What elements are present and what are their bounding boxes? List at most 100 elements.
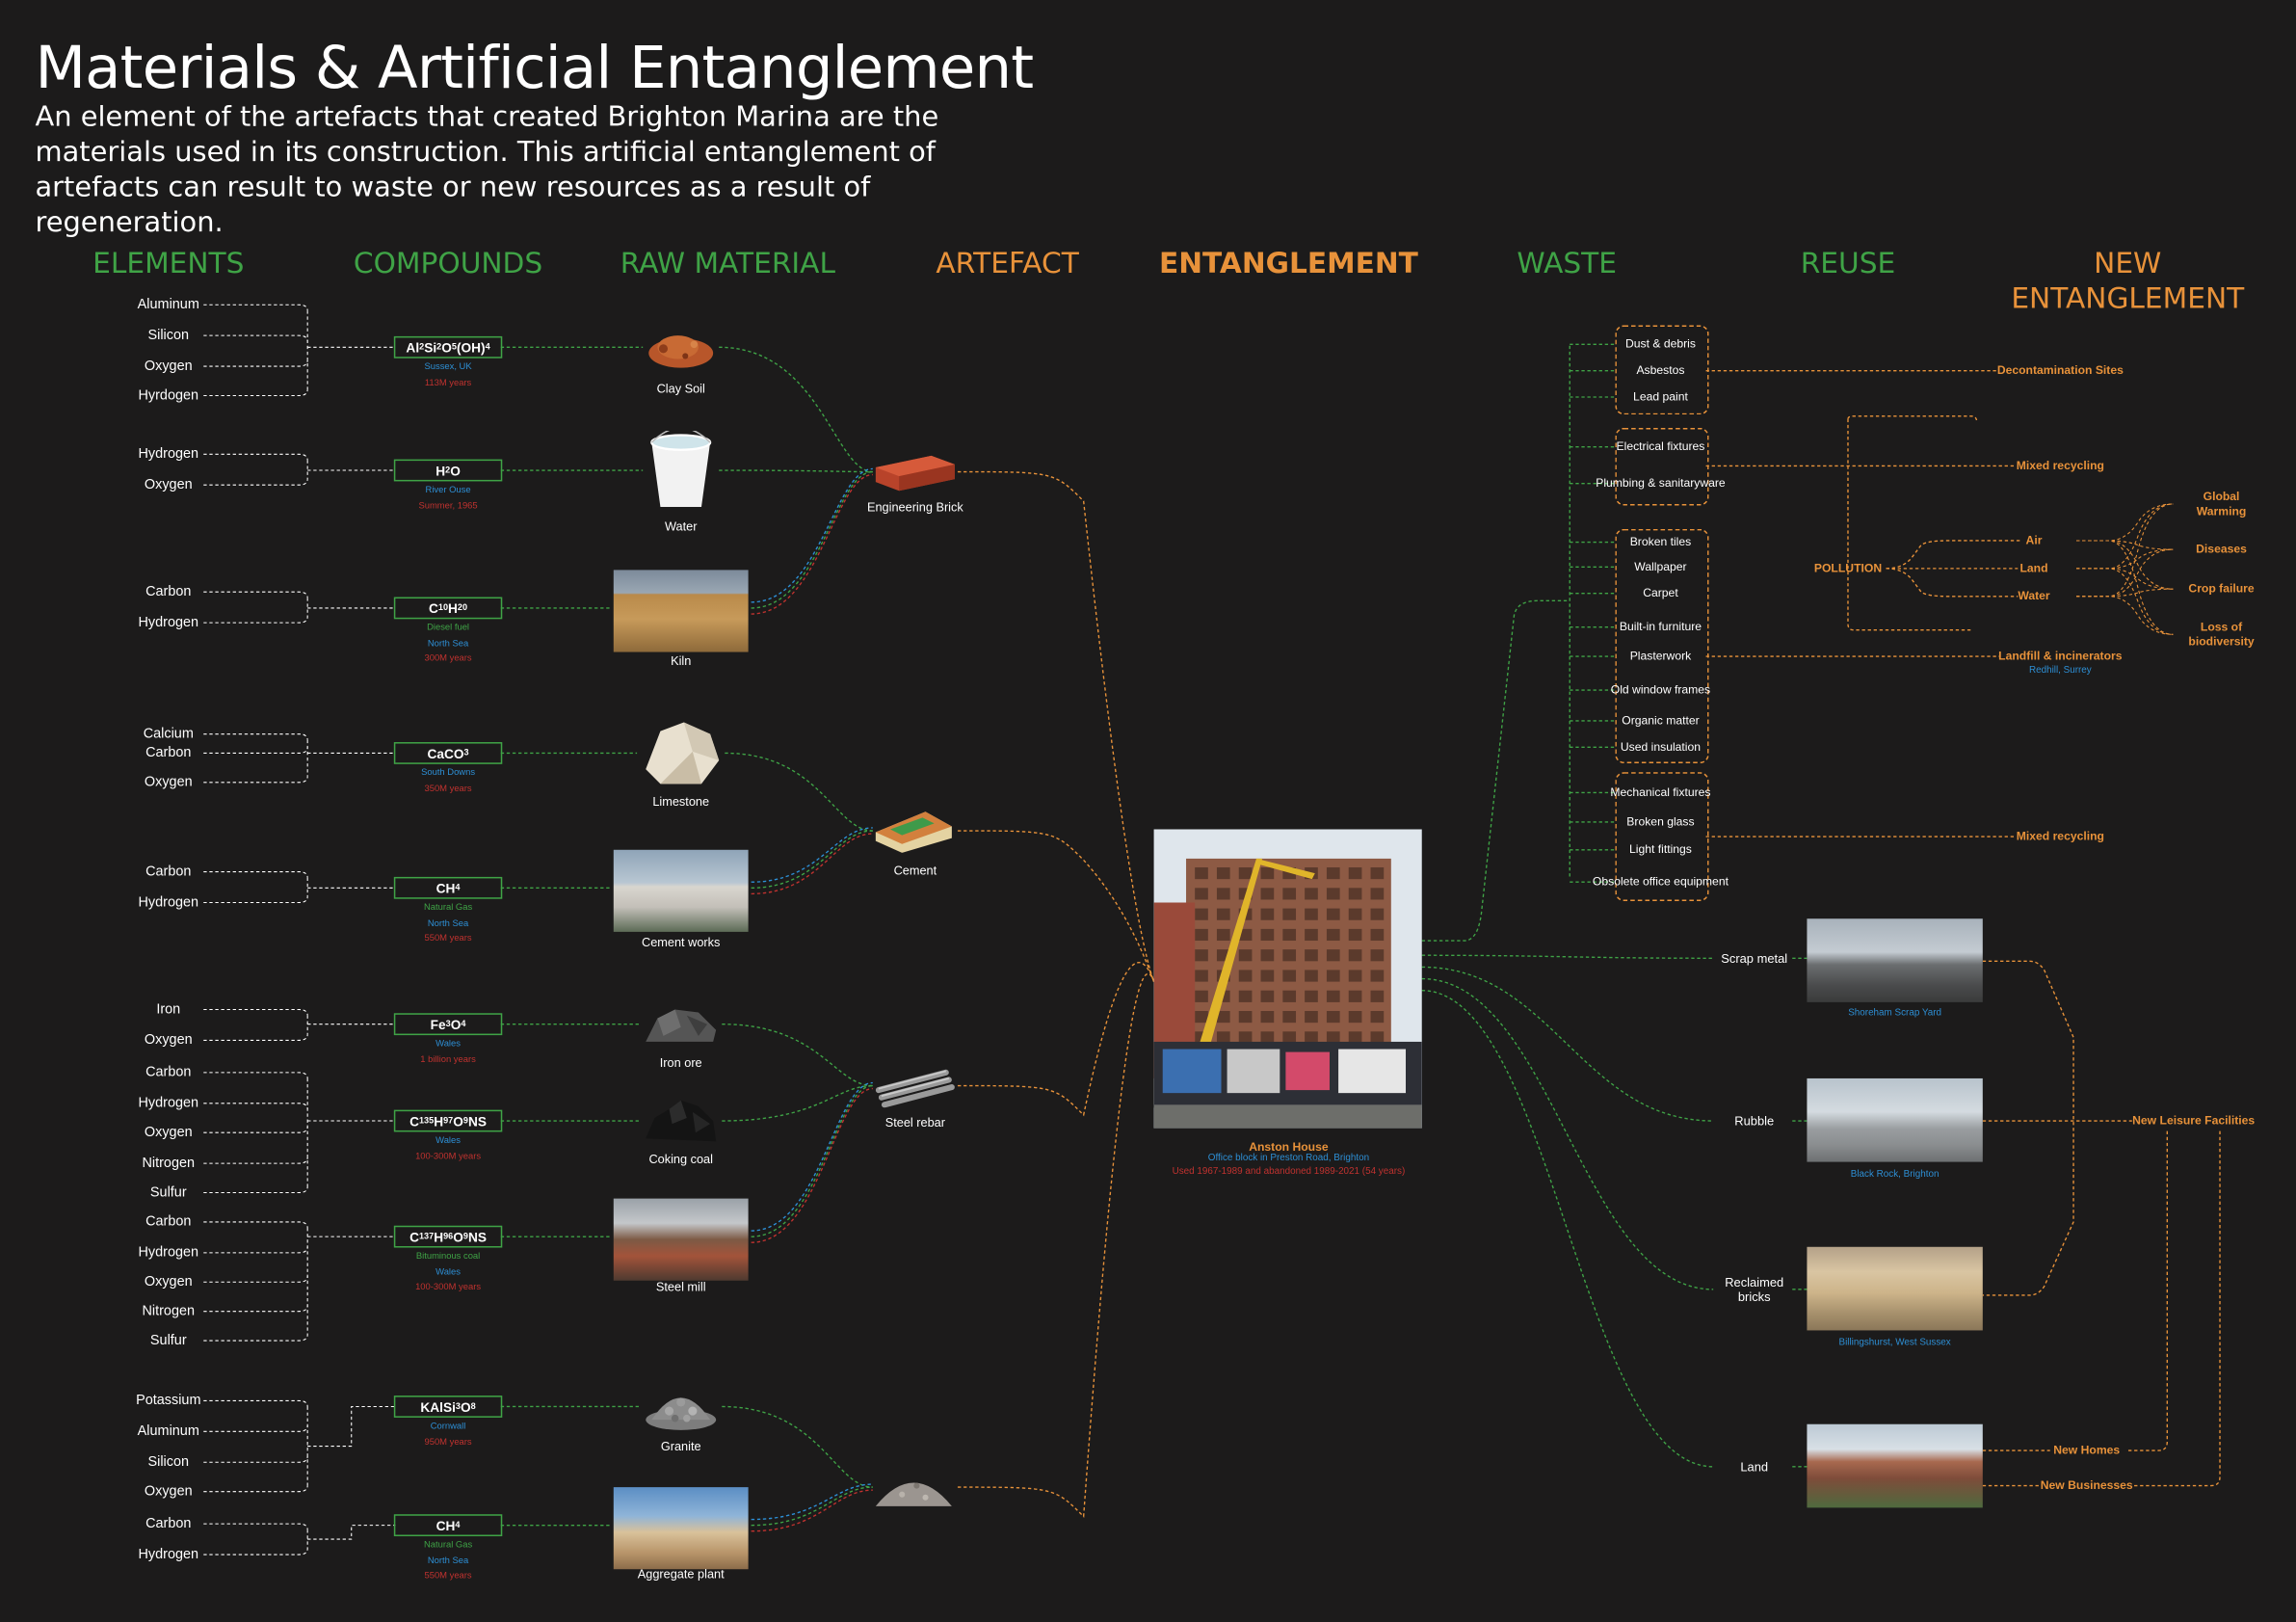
compound-meta: South Downs 350M years [421,766,475,797]
waste-item: Broken tiles [1629,535,1692,548]
compound-meta-line: 550M years [424,933,472,944]
entanglement-to-direct-waste-line [1421,977,1714,1290]
raw-to-artefact-line [719,346,873,473]
element-label: Silicon [147,327,190,344]
raw-material-image [643,1003,719,1045]
element-bracket-line [203,1246,308,1254]
compound-meta-line: Wales [435,1266,461,1278]
compound-meta-line: North Sea [427,638,469,649]
reuse-photo [1807,1077,1983,1162]
header-reuse: REUSE [1800,246,1896,280]
element-label: Aluminum [137,296,199,313]
raw-material-label: Coking coal [648,1151,713,1167]
reuse-caption: Shoreham Scrap Yard [1848,1007,1942,1019]
waste-item: Carpet [1643,586,1678,600]
element-to-compound-line [307,1405,396,1448]
element-bracket-line [203,1157,308,1164]
element-label: Carbon [145,1064,192,1081]
compound-meta-line: Wales [435,1135,461,1146]
pollution-effect-line [2076,548,2174,598]
raw-to-artefact-red-line [751,1087,873,1243]
entanglement-to-direct-waste-line [1421,990,1714,1468]
compound-meta-line: 113M years [424,377,472,388]
outcome-water: Water [2018,589,2050,603]
waste-item: Built-in furniture [1619,620,1702,634]
element-bracket-line [203,1548,308,1556]
element-bracket-line [203,1127,308,1133]
element-bracket-line [203,1276,308,1283]
leisure-to-businesses-line [2131,1130,2221,1487]
reuse-to-leisure-bracket [1982,960,2074,1296]
raw-to-artefact-red-line [751,833,873,895]
outcome-landfill: Landfill & incinerators [1998,649,2123,663]
raw-material-image [613,849,749,932]
waste-item: Lead paint [1633,389,1688,404]
header-waste: WASTE [1517,246,1617,280]
element-label: Oxygen [144,1032,193,1049]
compound-meta-line: Sussex, UK [424,361,472,373]
reuse-photo [1807,1246,1983,1331]
waste-item: Dust & debris [1624,337,1696,351]
element-label: Carbon [145,864,192,880]
element-bracket-line [203,747,308,754]
element-label: Sulfur [149,1332,187,1349]
element-label: Oxygen [144,774,193,791]
outcome-landfill-location: Redhill, Surrey [2028,665,2092,676]
pollution-effect-line [2076,568,2174,635]
compound-meta: Wales 1 billion years [420,1037,476,1068]
element-bracket-line [203,1008,308,1016]
compound-meta-line: Wales [435,1038,461,1050]
effect-diseases: Diseases [2196,542,2247,556]
raw-material-label: Iron ore [659,1054,702,1070]
element-bracket-line [203,1186,308,1194]
element-label: Hydrogen [138,894,199,911]
element-label: Oxygen [144,1124,193,1141]
waste-item: Electrical fixtures [1616,439,1705,454]
element-bracket-line [203,1523,308,1530]
pollution-effect-line [2076,568,2174,590]
waste-item: Old window frames [1610,682,1711,697]
element-label: Hydrogen [138,614,199,631]
raw-to-artefact-red-line [751,473,873,615]
compound-meta-line: North Sea [427,1555,469,1566]
raw-material-label: Steel mill [655,1279,706,1294]
artefact-label: Engineering Brick [866,499,963,515]
element-bracket-line [203,1485,308,1493]
entanglement-location: Office block in Preston Road, Brighton [1207,1153,1370,1164]
waste-item: Plasterwork [1629,649,1692,663]
waste-direct-label: Scrap metal [1721,950,1788,966]
header-entanglement: ENTANGLEMENT [1158,246,1418,280]
outcome-decontamination: Decontamination Sites [1996,363,2124,378]
artefact-image [873,450,958,494]
compound-meta-line: Diesel fuel [427,623,470,633]
effect-crop-failure: Crop failure [2188,581,2255,596]
element-label: Sulfur [149,1184,187,1201]
compound-meta-line: South Downs [421,767,476,779]
raw-to-artefact-blue-line [751,1081,873,1232]
element-label: Carbon [145,583,192,600]
element-to-compound-line [307,1525,396,1540]
compound-meta: Sussex, UK 113M years [424,360,471,391]
raw-material-label: Clay Soil [656,381,705,396]
header-new-entanglement-line2: ENTANGLEMENT [2011,280,2245,315]
element-label: Nitrogen [142,1303,196,1320]
compound-meta-line: Natural Gas [423,902,473,914]
element-bracket-line [203,453,308,461]
compound-meta-line: 1 billion years [420,1053,476,1065]
compound-meta-line: River Ouse [425,485,471,495]
waste-item: Broken glass [1626,814,1695,829]
waste-item: Light fittings [1629,842,1692,857]
raw-material-label: Kiln [671,653,692,669]
entanglement-to-waste-trunk [1421,599,1570,942]
entanglement-name: Anston House [1249,1140,1329,1154]
compound-meta-line: 350M years [424,783,472,794]
outcome-pollution: POLLUTION [1813,561,1883,575]
